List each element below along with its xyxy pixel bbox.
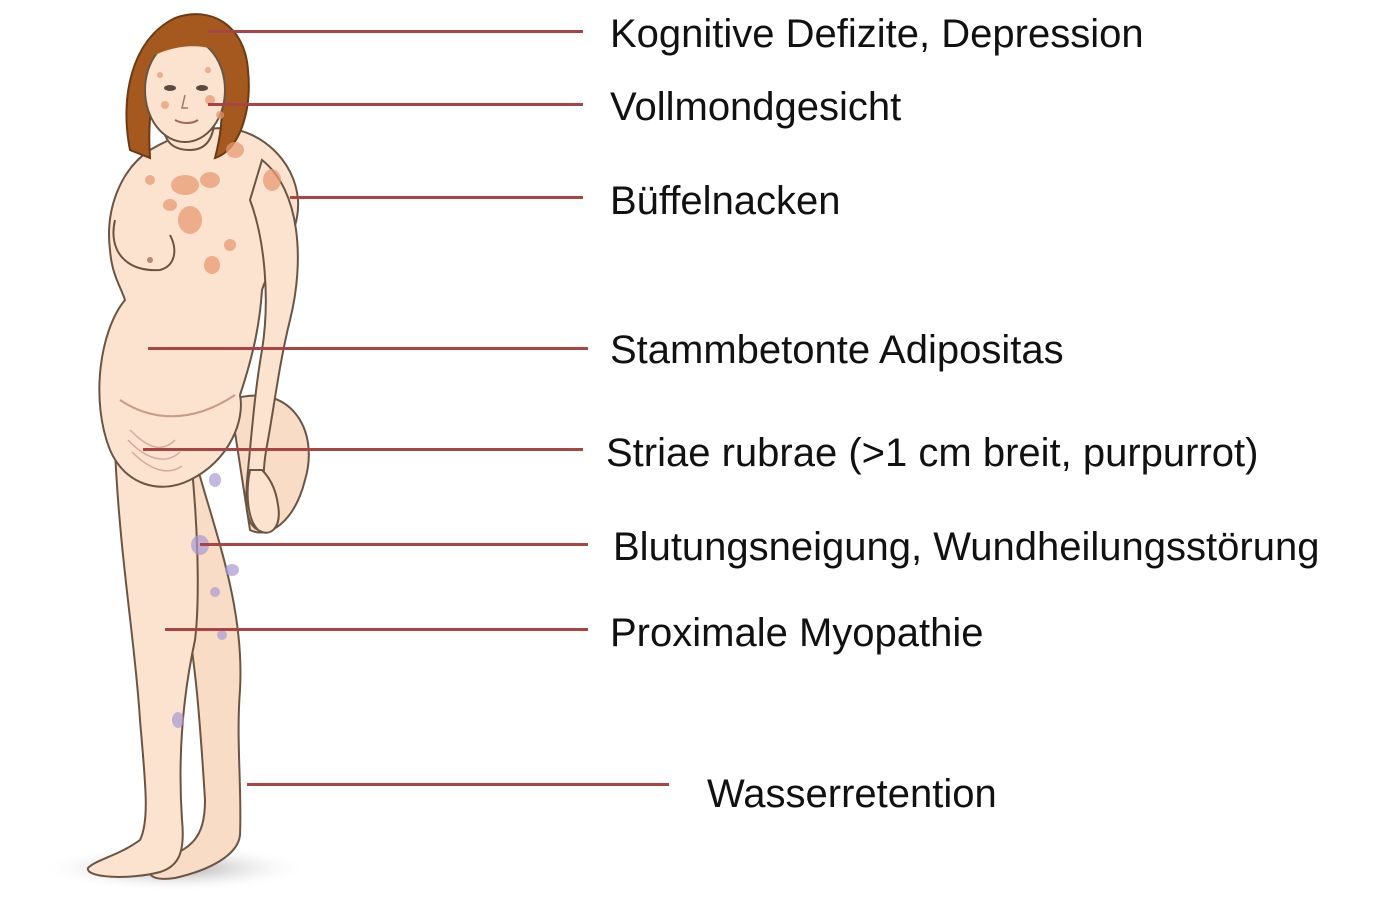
leader-line-bleeding bbox=[200, 543, 588, 546]
leader-line-cognitive bbox=[208, 30, 583, 33]
label-buffalo: Büffelnacken bbox=[610, 181, 841, 221]
nipple bbox=[147, 257, 153, 263]
label-striae: Striae rubrae (>1 cm breit, purpurrot) bbox=[606, 433, 1258, 473]
leader-line-water bbox=[247, 783, 669, 786]
label-moonface: Vollmondgesicht bbox=[610, 87, 901, 127]
right-leg bbox=[88, 450, 198, 877]
label-myopathy: Proximale Myopathie bbox=[610, 613, 984, 653]
label-bleeding: Blutungsneigung, Wundheilungsstörung bbox=[613, 527, 1319, 567]
leader-line-moonface bbox=[208, 103, 583, 106]
leader-line-buffalo bbox=[290, 196, 583, 199]
leader-line-adiposity bbox=[148, 347, 588, 350]
eye bbox=[196, 85, 208, 91]
label-cognitive: Kognitive Defizite, Depression bbox=[610, 14, 1144, 54]
label-adiposity: Stammbetonte Adipositas bbox=[610, 330, 1064, 370]
eye bbox=[164, 85, 176, 91]
leader-line-myopathy bbox=[165, 628, 588, 631]
leader-line-striae bbox=[143, 448, 583, 451]
label-water: Wasserretention bbox=[707, 774, 997, 814]
